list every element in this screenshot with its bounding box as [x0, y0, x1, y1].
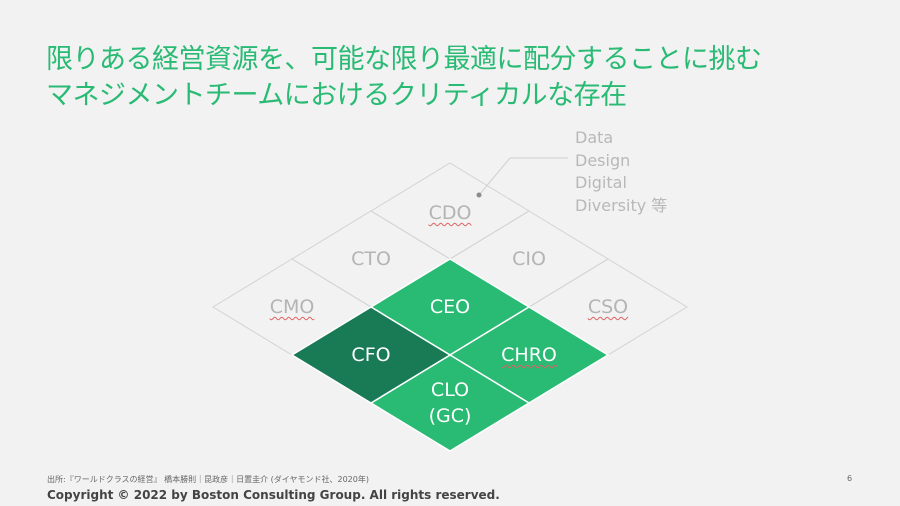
cell-label-cso: CSO — [587, 296, 629, 318]
callout-line: Digital — [575, 173, 627, 192]
slide-title-line1: 限りある経営資源を、可能な限り最適に配分することに挑む — [46, 44, 762, 75]
copyright: Copyright © 2022 by Boston Consulting Gr… — [47, 488, 500, 502]
callout-line: Design — [575, 150, 631, 170]
callout-line: Diversity 等 — [575, 195, 668, 215]
cell-cfo — [290, 306, 452, 404]
cell-label-cdo: CDO — [428, 202, 472, 224]
cell-label-chro: CHRO — [501, 344, 557, 366]
cell-label-cio: CIO — [512, 248, 546, 270]
source-note: 出所:『ワールドクラスの経営』 橋本勝則｜昆政彦｜日置圭介 (ダイヤモンド社、2… — [47, 475, 369, 484]
cell-label-cto: CTO — [351, 248, 391, 270]
callout-leader-line — [478, 157, 568, 196]
cell-label-cmo: CMO — [269, 296, 315, 318]
cell-label-ceo: CEO — [429, 296, 471, 318]
callout-line: Data — [575, 128, 614, 147]
cell-label-clo: CLO(GC) — [428, 379, 472, 427]
cell-label-cfo: CFO — [351, 344, 391, 366]
callout-dot — [476, 192, 482, 198]
slide-title-line2: マネジメントチームにおけるクリティカルな存在 — [46, 80, 627, 111]
page-number: 6 — [847, 474, 853, 483]
cdo-callout: Data Design Digital Diversity 等 — [575, 127, 667, 217]
